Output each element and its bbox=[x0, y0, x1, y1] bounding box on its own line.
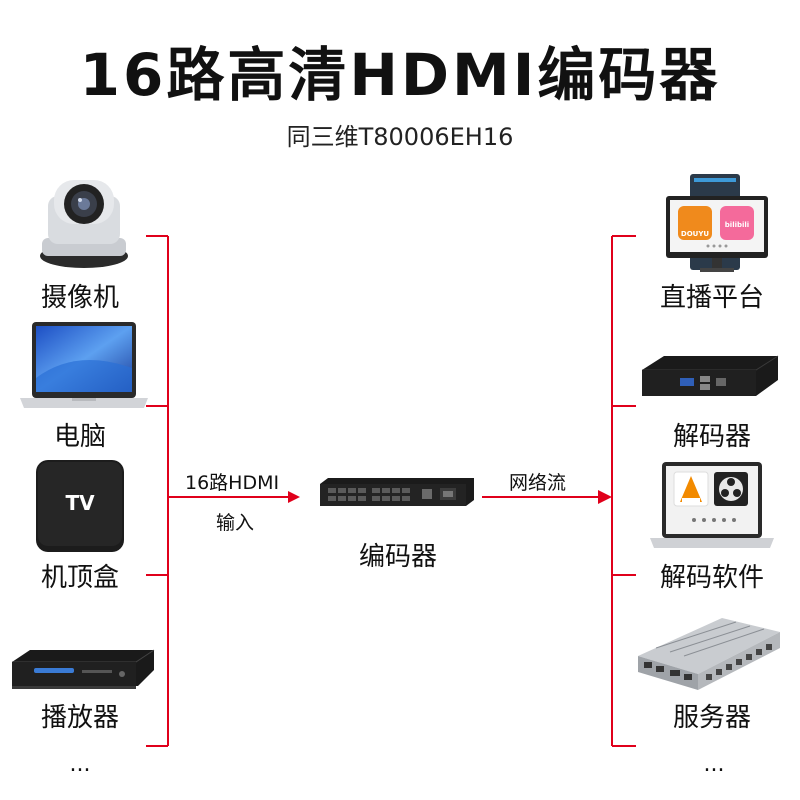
encoder-device-icon bbox=[318, 476, 476, 508]
decoder-box-icon bbox=[640, 354, 780, 400]
input-label-16hdmi: 16路HDMI bbox=[185, 468, 279, 495]
input-label-laptop: 电脑 bbox=[0, 416, 170, 453]
encoder-label: 编码器 bbox=[308, 536, 488, 573]
output-label-decoder: 解码器 bbox=[622, 416, 800, 453]
input-label-input: 输入 bbox=[216, 508, 254, 535]
laptop-software-icon bbox=[648, 460, 776, 552]
output-label-stream: 网络流 bbox=[509, 468, 566, 495]
tv-box-logo-text: TV bbox=[65, 491, 95, 515]
input-arrowhead bbox=[288, 491, 300, 503]
output-label-software: 解码软件 bbox=[622, 557, 800, 594]
svg-text:bilibili: bilibili bbox=[725, 221, 749, 229]
input-label-camera: 摄像机 bbox=[0, 277, 170, 314]
output-label-server: 服务器 bbox=[622, 697, 800, 734]
svg-text:DOUYU: DOUYU bbox=[681, 230, 710, 238]
output-more-dots: ... bbox=[684, 752, 744, 777]
dvd-player-icon bbox=[8, 648, 156, 692]
output-label-platform: 直播平台 bbox=[622, 277, 800, 314]
input-label-player: 播放器 bbox=[0, 697, 170, 734]
streaming-monitor-icon: DOUYU bilibili bbox=[662, 174, 772, 274]
output-arrowhead bbox=[598, 490, 612, 504]
rack-server-icon bbox=[636, 616, 782, 692]
laptop-icon bbox=[16, 318, 152, 412]
input-more-dots: ... bbox=[50, 752, 110, 777]
ptz-camera-icon bbox=[34, 176, 134, 272]
input-label-tvbox: 机顶盒 bbox=[0, 557, 170, 594]
tv-box-icon: TV bbox=[34, 458, 126, 554]
